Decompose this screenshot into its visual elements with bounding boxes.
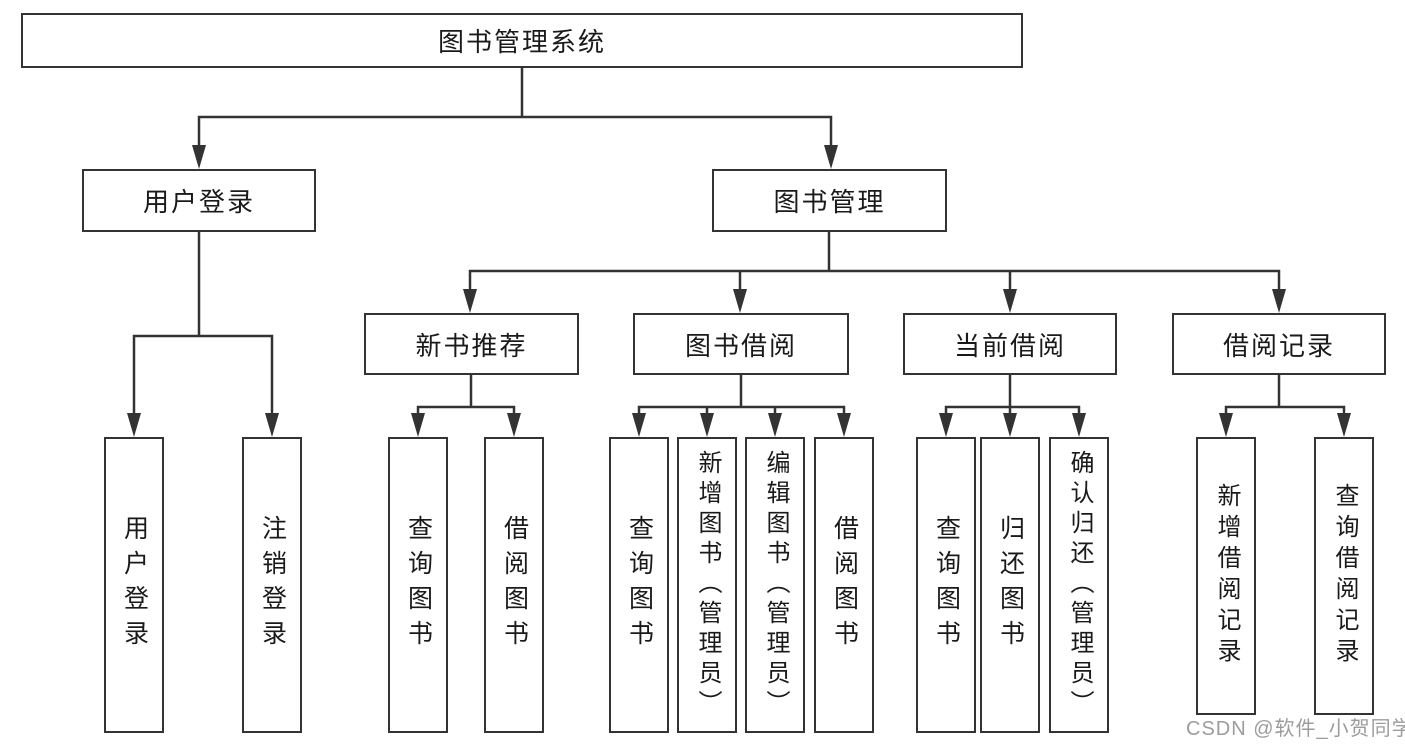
arrow-down-icon	[265, 413, 279, 437]
leaf-borrow-books: 借阅图书	[814, 437, 874, 733]
arrow-down-icon	[192, 145, 206, 169]
leaf-query-books-recommend: 查询图书	[388, 437, 448, 733]
connector-bookmgmt-to-level3	[468, 230, 1281, 292]
arrow-down-icon	[632, 413, 646, 437]
arrow-down-icon	[824, 145, 838, 169]
leaf-query-books-borrow-label: 查询图书	[625, 515, 654, 655]
leaf-return-books-label: 归还图书	[996, 515, 1025, 655]
node-book-borrow-label: 图书借阅	[684, 330, 797, 361]
arrow-down-icon	[411, 413, 425, 437]
arrow-down-icon	[1337, 413, 1351, 437]
arrow-down-icon	[127, 413, 141, 437]
leaf-borrow-books-recommend: 借阅图书	[484, 437, 544, 733]
node-current-borrow-label: 当前借阅	[953, 330, 1066, 361]
connector-root-to-level2	[197, 66, 833, 148]
node-user-login: 用户登录	[82, 169, 316, 232]
arrow-down-icon	[939, 413, 953, 437]
leaf-query-books-current-label: 查询图书	[932, 515, 961, 655]
arrow-down-icon	[733, 289, 747, 313]
leaf-add-borrow-record-label: 新增借阅记录	[1213, 483, 1240, 669]
leaf-add-books-admin: 新增图书（管理员）	[677, 437, 737, 733]
leaf-edit-books-admin: 编辑图书（管理员）	[745, 437, 805, 733]
leaf-query-books-borrow: 查询图书	[609, 437, 669, 733]
arrow-down-icon	[700, 413, 714, 437]
arrow-down-icon	[1072, 413, 1086, 437]
leaf-add-borrow-record: 新增借阅记录	[1196, 437, 1256, 715]
arrow-down-icon	[837, 413, 851, 437]
node-new-book-recommend-label: 新书推荐	[415, 330, 528, 361]
leaf-borrow-books-label: 借阅图书	[830, 515, 859, 655]
leaf-user-login: 用户登录	[104, 437, 164, 733]
node-book-management: 图书管理	[712, 169, 947, 232]
connector-bookborrow-to-leaves	[637, 373, 846, 416]
arrow-down-icon	[1272, 289, 1286, 313]
leaf-return-books: 归还图书	[980, 437, 1040, 733]
csdn-watermark: CSDN @软件_小贺同学	[1186, 718, 1405, 740]
arrow-down-icon	[1003, 289, 1017, 313]
leaf-query-borrow-record: 查询借阅记录	[1314, 437, 1374, 715]
leaf-borrow-books-recommend-label: 借阅图书	[500, 515, 529, 655]
arrow-down-icon	[1003, 413, 1017, 437]
arrow-down-icon	[507, 413, 521, 437]
arrow-down-icon	[1219, 413, 1233, 437]
node-book-management-label: 图书管理	[773, 187, 886, 217]
leaf-query-books-recommend-label: 查询图书	[404, 515, 433, 655]
node-book-borrow: 图书借阅	[633, 313, 849, 375]
leaf-add-books-admin-label: 新增图书（管理员）	[694, 450, 721, 720]
connector-userlogin-to-leaves	[132, 230, 274, 416]
leaf-confirm-return-admin-label: 确认归还（管理员）	[1066, 450, 1093, 720]
node-root-label: 图书管理系统	[437, 27, 606, 57]
leaf-edit-books-admin-label: 编辑图书（管理员）	[762, 450, 789, 720]
arrow-down-icon	[463, 289, 477, 313]
node-new-book-recommend: 新书推荐	[364, 313, 579, 375]
connector-borrowrecords-to-leaves	[1224, 373, 1346, 416]
leaf-user-login-label: 用户登录	[120, 515, 149, 655]
leaf-logout: 注销登录	[242, 437, 302, 733]
connector-newbook-to-leaves	[416, 373, 516, 416]
leaf-logout-label: 注销登录	[258, 515, 287, 655]
connector-currentborrow-to-leaves	[944, 373, 1081, 416]
arrow-down-icon	[768, 413, 782, 437]
node-borrow-records: 借阅记录	[1172, 313, 1386, 375]
leaf-query-borrow-record-label: 查询借阅记录	[1331, 483, 1358, 669]
node-user-login-label: 用户登录	[142, 187, 255, 217]
leaf-query-books-current: 查询图书	[916, 437, 976, 733]
node-root-system: 图书管理系统	[21, 13, 1023, 68]
leaf-confirm-return-admin: 确认归还（管理员）	[1049, 437, 1109, 733]
node-current-borrow: 当前借阅	[903, 313, 1117, 375]
node-borrow-records-label: 借阅记录	[1222, 330, 1335, 361]
